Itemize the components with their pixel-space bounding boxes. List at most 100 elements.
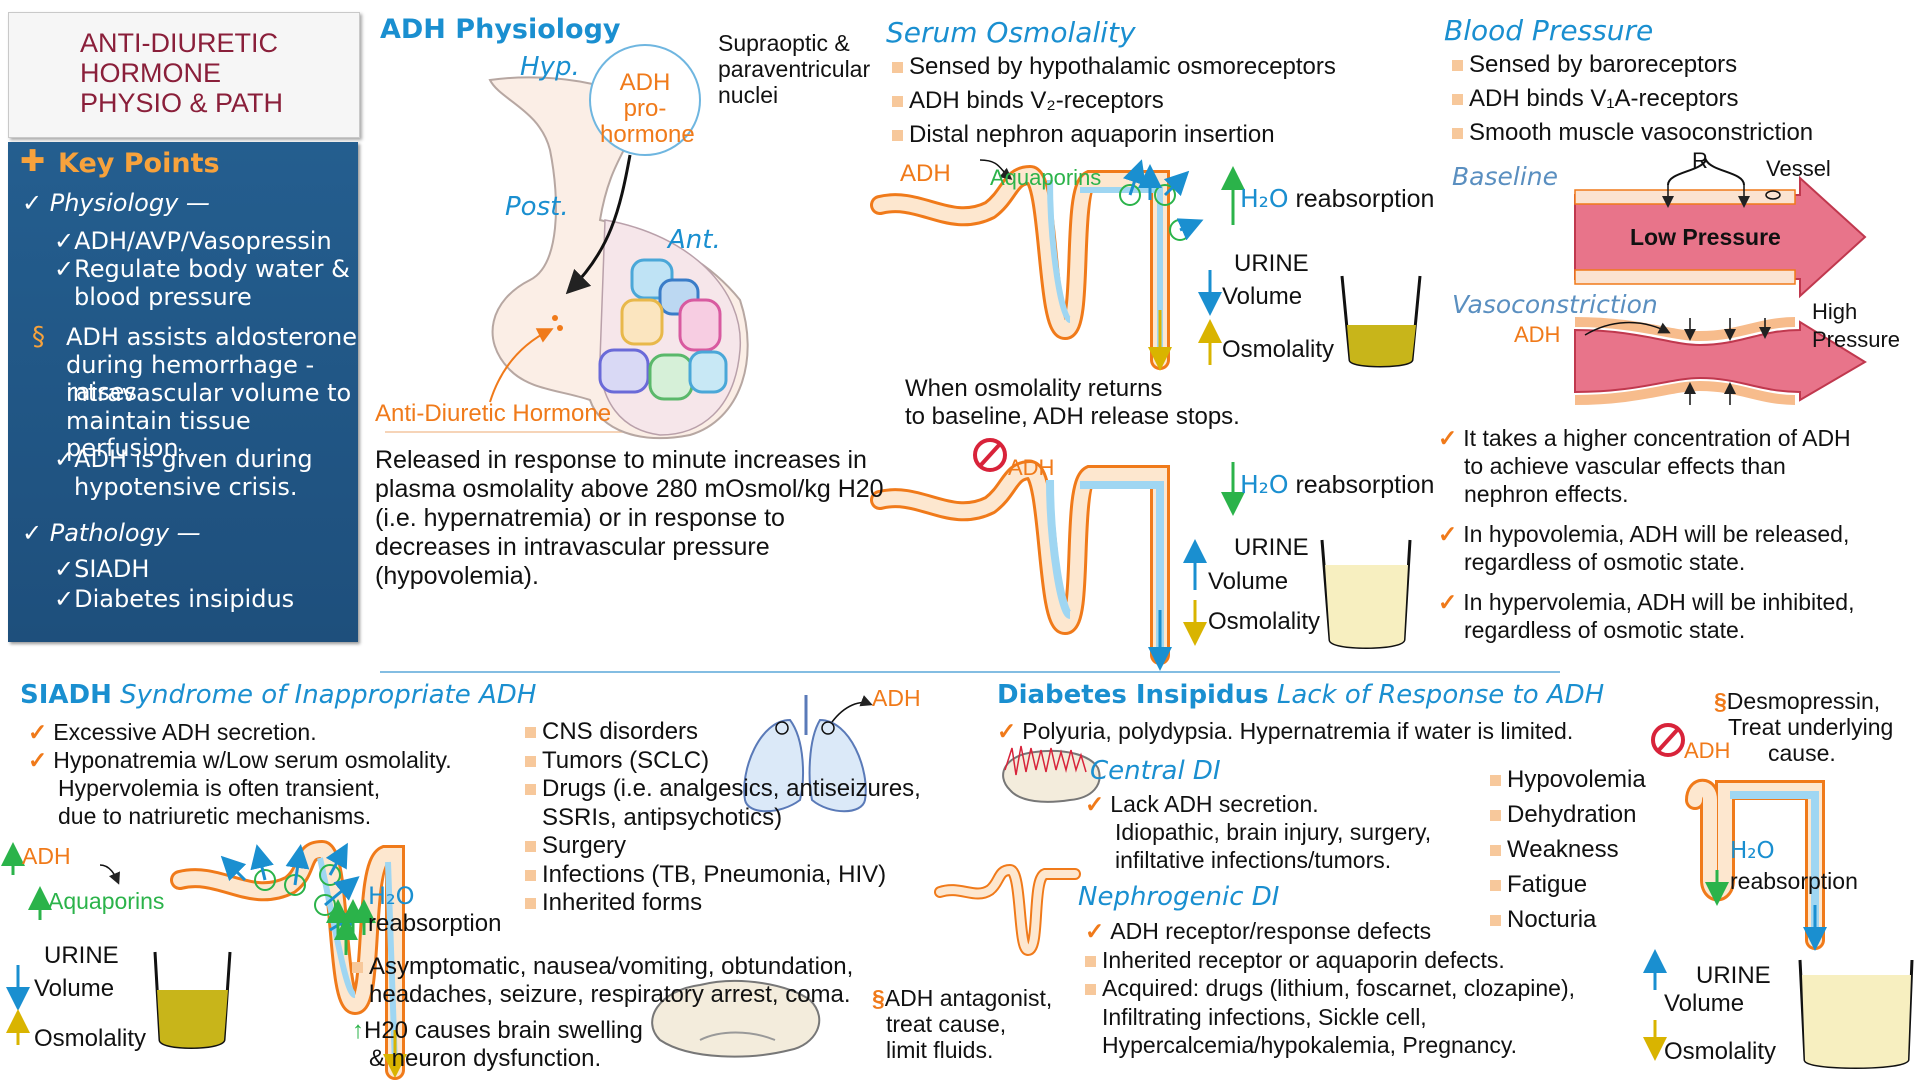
low-pressure-label: Low Pressure [1630,224,1781,250]
serum-bullets: Sensed by hypothalamic osmoreceptors ADH… [892,50,1336,152]
kp-item-cont: intravascular volume to [66,379,352,407]
h2o-reabsorption-up: H₂O reabsorption [1240,184,1435,213]
baseline-vessel [1574,157,1867,299]
di-osmolality-label: Osmolality [1664,1038,1777,1065]
serum-osmolality-heading: Serum Osmolality [886,16,1136,49]
pathology-label: ✓ Pathology — [22,519,201,547]
aquaporins-label: Aquaporins [990,165,1102,190]
di-nephron [1643,723,1914,1069]
lungs-illustration [743,695,873,813]
adh-nephron-label: ADH [900,160,951,187]
bullet-square-icon [1490,775,1501,787]
urine-label: URINE [1234,250,1309,277]
central-di-text: ✓Lack ADH secretion. Idiopathic, brain i… [1085,791,1432,873]
kp-item: ✓SIADH [54,555,150,583]
bullet-square-icon [892,96,903,108]
bp-bullets: Sensed by baroreceptors ADH binds V₁A-re… [1452,48,1813,150]
key-points-panel: ✚ Key Points ✓ Physiology — ✓ADH/AVP/Vas… [8,142,358,642]
h2o-reabsorption-down: H₂O reabsorption [1240,470,1435,499]
nephron-with-adh [870,159,1422,371]
constricted-vessel [1574,317,1867,405]
bullet-square-icon [1490,880,1501,892]
nephrogenic-di-heading: Nephrogenic DI [1078,882,1280,912]
pituitary-gland-illustration [488,44,749,439]
check-icon: ✓ [1438,521,1458,547]
siadh-symptoms: Asymptomatic, nausea/vomiting, obtundati… [352,953,854,1072]
di-heading: Diabetes Insipidus Lack of Response to A… [997,680,1605,710]
kp-item: ✓Diabetes insipidus [54,585,295,613]
key-points-heading: Key Points [58,148,220,179]
resistance-label: R [1692,148,1708,173]
siadh-heading: SIADH Syndrome of Inappropriate ADH [20,680,537,710]
check-icon: ✓ [1438,425,1458,451]
title-line-3: PHYSIO & PATH [80,88,284,118]
di-bullet: ✓Polyuria, polydypsia. Hypernatremia if … [997,718,1574,744]
di-symptoms: Hypovolemia Dehydration Weakness Fatigue… [1490,762,1646,937]
di-no-adh-label: ADH [1684,738,1731,763]
hypothalamus-label: Hyp. [520,52,580,82]
lung-adh-label: ADH [872,685,921,711]
bullet-square-icon [892,62,903,74]
siadh-nephron [0,839,407,1080]
prohormone-label: ADH pro-hormone [600,69,695,148]
siadh-causes: CNS disorders Tumors (SCLC) Drugs (i.e. … [525,718,921,918]
bullet-square-icon [525,841,536,853]
central-di-heading: Central DI [1090,756,1221,786]
kp-item: ADH assists aldosterone [66,323,357,351]
central-di-brain-illustration [1002,745,1101,803]
kp-item: ✓ADH is given during [54,445,313,473]
bullet-square-icon [1085,955,1096,967]
nephron-without-adh [870,438,1412,671]
kp-item-cont: hypotensive crisis. [74,473,298,501]
bullet-square-icon [352,962,363,974]
check-icon: ✓ [1085,918,1105,944]
urine-label-2: URINE [1234,534,1309,561]
nephrogenic-di-text: ✓ADH receptor/response defects Inherited… [1085,918,1575,1058]
bullet-square-icon [1085,984,1096,996]
bullet-square-icon [1490,915,1501,927]
adh-physiology-heading: ADH Physiology [380,14,621,45]
di-treatment: §Desmopressin, Treat underlying cause. [1714,688,1894,766]
bullet-square-icon [525,755,536,767]
vasoconstriction-label: Vasoconstriction [1452,290,1658,319]
treatment-icon: § [1714,688,1727,714]
kp-item: ✓ADH/AVP/Vasopressin [54,227,332,255]
siadh-volume-label: Volume [34,975,115,1002]
kp-item-cont: blood pressure [74,283,252,311]
nephrogenic-nephron [934,863,1081,957]
check-icon: ✓ [22,189,43,217]
siadh-aquaporins-label: Aquaporins [48,888,165,914]
siadh-treatment: §ADH antagonist, treat cause, limit flui… [872,985,1053,1063]
bullet-square-icon [525,869,536,881]
siadh-adh-label: ADH [22,843,71,869]
adh-label: Anti-Diuretic Hormone [375,400,612,427]
bullet-square-icon [1490,810,1501,822]
check-icon: ✓ [997,718,1017,744]
brain-illustration [651,979,821,1058]
anterior-label: Ant. [668,225,721,255]
bullet-square-icon [1452,60,1463,72]
urine-volume-label: Volume [1222,283,1303,310]
bullet-square-icon [525,898,536,910]
adh-vessel-label: ADH [1514,322,1561,347]
bullet-square-icon [1452,128,1463,140]
arrow-up-icon: ↑ [352,1017,364,1044]
physiology-label: ✓ Physiology — [22,189,210,217]
blood-pressure-heading: Blood Pressure [1444,14,1654,47]
check-icon: ✓ [22,519,43,547]
check-icon: ✓ [1438,589,1458,615]
di-volume-label: Volume [1664,990,1745,1017]
siadh-bullets: ✓Excessive ADH secretion. ✓Hyponatremia … [28,719,452,829]
check-icon: ✓ [28,719,48,745]
di-urine-label: URINE [1696,962,1771,989]
bullet-square-icon [1452,94,1463,106]
title-box [8,12,360,138]
no-adh-label: ADH [1008,455,1055,480]
bullet-square-icon [892,130,903,142]
bullet-square-icon [525,784,536,796]
